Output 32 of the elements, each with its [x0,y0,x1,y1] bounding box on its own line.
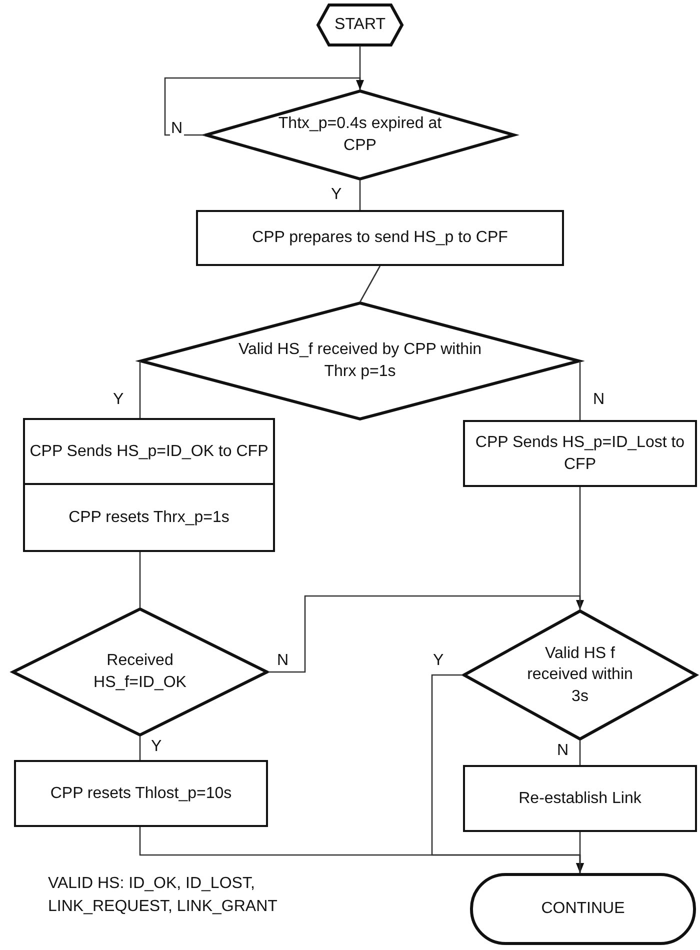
arrow [139,827,584,873]
connector-line [359,180,361,210]
connector-line [579,360,581,420]
note-text: VALID HS: ID_OK, ID_LOST, LINK_REQUEST, LINK_GRANT [48,874,278,918]
node-text: Valid HS_f received by CPP within Thrx p=1s [237,340,483,382]
connector-line [359,266,381,302]
process-box [463,765,697,832]
node-text: CPP prepares to send HS_p to CPF [252,228,508,248]
connector-line [139,360,141,418]
connector-line [579,487,581,610]
node-text: CONTINUE [541,899,625,920]
connector-line [579,740,581,765]
arrow [164,77,364,136]
connector-line [139,736,141,760]
process-box [196,210,564,266]
node-text: CPP Sends HS_p=ID_OK to CFP [30,442,268,462]
node-text: Thtx_p=0.4s expired at CPP [277,114,443,156]
node-text: CPP resets Thlost_p=10s [50,784,232,804]
node-text: START [334,15,386,36]
node-text: Received HS_f=ID_OK [92,651,188,693]
process-box [23,418,275,485]
connector-line [139,552,141,608]
node-text: Re-establish Link [518,788,642,809]
process-box [23,483,275,552]
edge-label: N [170,120,184,138]
connector-line [579,832,581,873]
process-box [14,760,268,827]
node-text: Valid HS f received within 3s [526,644,634,707]
node-text: CPP Sends HS_p=ID_Lost to CFP [474,432,686,474]
process-box [463,420,697,487]
node-text: CPP resets Thrx_p=1s [68,508,230,528]
arrow [268,595,584,673]
